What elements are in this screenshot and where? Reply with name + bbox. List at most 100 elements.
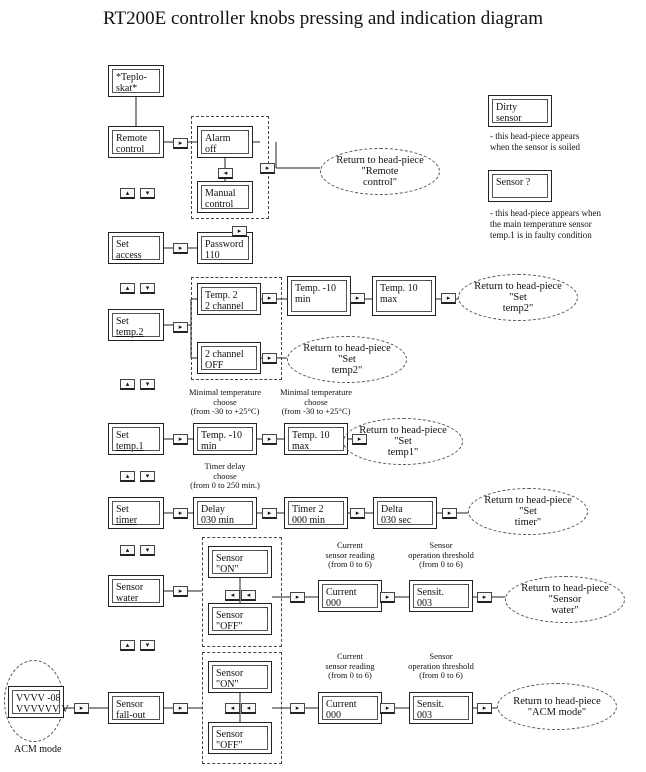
note-line: (from -30 to +25°C) [281,406,351,416]
oval-line: Return to head-piece [303,343,391,354]
note-line: sensor reading [325,660,375,671]
escape-knob-icon: ◂ [241,703,256,714]
escape-knob-icon: ◂ [225,703,240,714]
lcd-line: Sensit. [417,699,444,710]
note-line: sensor reading [325,549,375,560]
lcd-line: Delta [381,504,403,515]
enter-knob-icon: ▸ [380,703,395,714]
note-line: - this head-piece appears [490,131,580,141]
oval-line: "Set [509,292,527,303]
lcd-line: Current [326,587,357,598]
lcd-line: Dirty [496,102,518,113]
enter-knob-icon: ▸ [173,138,188,149]
enter-knob-icon: ▸ [173,243,188,254]
lcd-line: skat* [116,83,138,94]
lcd-line: min [295,294,311,305]
enter-knob-icon: ▸ [441,293,456,304]
note-line: operation threshold [408,660,474,671]
lcd-screen-w_on: Sensor"ON" [208,546,272,578]
lcd-line: "OFF" [216,740,243,751]
return-oval-acm: Return to head-piece"ACM mode" [497,683,617,730]
note-line: the main temperature sensor [490,219,592,229]
note-line: choose [304,396,328,407]
lcd-line: Manual [205,188,236,199]
lcd-screen-sensorq: Sensor ? [488,170,552,202]
note-line: Minimal temperature [189,387,261,397]
down-knob-icon: ▾ [140,471,155,482]
down-knob-icon: ▾ [140,283,155,294]
lcd-line: Temp. 2 [205,290,238,301]
oval-line: "Set [338,354,356,365]
lcd-line: *Teplo- [116,72,147,83]
lcd-screen-w_sensit: Sensit.003 [409,580,473,612]
oval-line: Return to head-piece [484,495,572,506]
lcd-line: Current [326,699,357,710]
note-line: (from 0 to 6) [328,670,372,680]
note-line: Timer delay [204,461,246,471]
lcd-line: 030 min [201,515,235,526]
lcd-line: Sensor [116,582,144,593]
note-line: - this head-piece appears when [490,208,601,218]
lcd-line: 2 channel [205,301,244,312]
lcd-line: Temp. -10 [295,283,336,294]
lcd-screen-f_sensit: Sensit.003 [409,692,473,724]
lcd-line: Remote [116,133,148,144]
enter-knob-icon: ▸ [173,322,188,333]
lcd-line: max [380,294,398,305]
lcd-line: Sensor [216,553,244,564]
lcd-line: VVVVVV V [16,704,69,715]
note-line: Minimal temperature [280,387,352,397]
lcd-line: Temp. 10 [380,283,418,294]
lcd-line: OFF [205,360,224,371]
escape-knob-icon: ◂ [218,168,233,179]
enter-knob-icon: ▸ [173,703,188,714]
enter-knob-icon: ▸ [477,703,492,714]
enter-knob-icon: ▸ [74,703,89,714]
oval-line: "Set [519,506,537,517]
oval-line: "ACM mode" [527,706,587,718]
lcd-line: Sensit. [417,587,444,598]
note-line: (from 0 to 6) [419,670,463,680]
enter-knob-icon: ▸ [442,508,457,519]
lcd-line: max [292,441,310,452]
note-line: choose [213,470,237,481]
lcd-line: 003 [417,598,432,609]
acm-mode-label: ACM mode [14,744,62,755]
up-knob-icon: ▴ [120,545,135,556]
enter-knob-icon: ▸ [477,592,492,603]
note-line: (from 0 to 250 min.) [190,480,260,490]
lcd-screen-f_on: Sensor"ON" [208,661,272,693]
lcd-line: Sensor [216,668,244,679]
fallout-group-frame [202,652,282,764]
enter-knob-icon: ▸ [232,226,247,237]
lcd-line: VVVV -08 [16,693,61,704]
lcd-line: 000 [326,710,341,721]
up-knob-icon: ▴ [120,379,135,390]
oval-line: Return to head-piece [521,583,609,594]
lcd-line: timer [116,515,138,526]
lcd-screen-teploskat: *Teplo-skat* [108,65,164,97]
note-line: Current [337,651,363,661]
note-line: (from -30 to +25°C) [190,406,260,416]
note-line: (from 0 to 6) [419,559,463,569]
oval-line: timer" [514,517,542,528]
